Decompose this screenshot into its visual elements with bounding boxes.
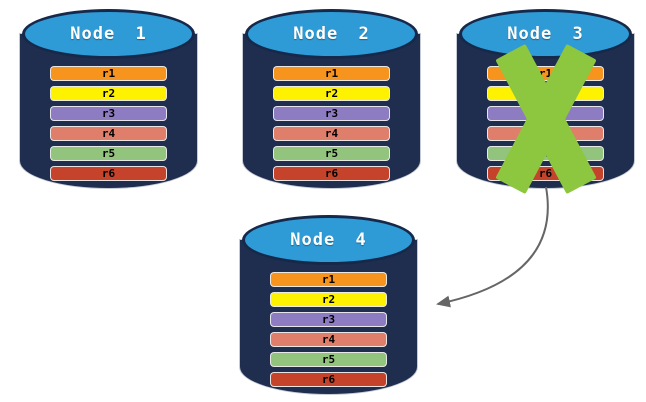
row-r5: r5	[50, 146, 167, 161]
node-2: Node 2 r1 r2 r3 r4 r5 r6	[243, 8, 420, 188]
row-r4: r4	[273, 126, 390, 141]
node-label: Node 1	[70, 24, 147, 44]
node-label: Node 3	[507, 24, 584, 44]
row-r4: r4	[270, 332, 387, 347]
row-r6: r6	[270, 372, 387, 387]
row-r6: r6	[50, 166, 167, 181]
row-r3: r3	[273, 106, 390, 121]
row-list: r1 r2 r3 r4 r5 r6	[273, 66, 390, 181]
row-r1: r1	[50, 66, 167, 81]
node-3: Node 3 r1 r2 r3 r4 r5 r6	[457, 8, 634, 195]
cylinder-top: Node 3	[459, 9, 632, 59]
row-r1: r1	[270, 272, 387, 287]
cylinder-top: Node 2	[245, 9, 418, 59]
row-r2: r2	[270, 292, 387, 307]
row-r2: r2	[50, 86, 167, 101]
node-label: Node 4	[290, 230, 367, 250]
row-r3: r3	[270, 312, 387, 327]
node-1: Node 1 r1 r2 r3 r4 r5 r6	[20, 8, 197, 188]
row-r5: r5	[270, 352, 387, 367]
cylinder-top: Node 1	[22, 9, 195, 59]
row-list: r1 r2 r3 r4 r5 r6	[50, 66, 167, 181]
row-r5: r5	[273, 146, 390, 161]
node-label: Node 2	[293, 24, 370, 44]
row-list: r1 r2 r3 r4 r5 r6	[270, 272, 387, 387]
row-r4: r4	[50, 126, 167, 141]
row-r6: r6	[273, 166, 390, 181]
row-r3: r3	[50, 106, 167, 121]
row-r1: r1	[273, 66, 390, 81]
node-4: Node 4 r1 r2 r3 r4 r5 r6	[240, 214, 417, 394]
cylinder-top: Node 4	[242, 215, 415, 265]
row-r2: r2	[273, 86, 390, 101]
arrow-path	[436, 186, 549, 308]
